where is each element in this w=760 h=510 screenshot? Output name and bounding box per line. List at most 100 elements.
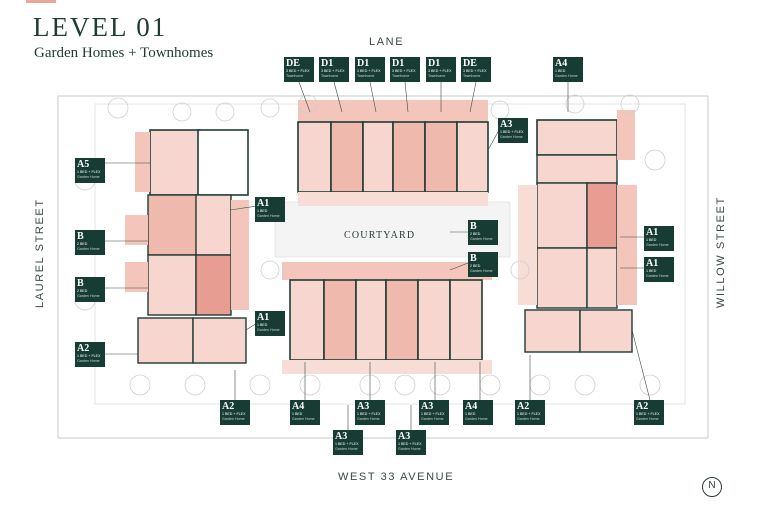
north-townhomes [297, 100, 489, 206]
landscape-trees [74, 94, 666, 396]
unit-category: Garden Home [357, 417, 380, 421]
tag-leader-lines [105, 81, 651, 430]
unit-type: 2 BED [470, 264, 481, 268]
unit-category: Garden Home [292, 417, 315, 421]
unit-category: Townhome [428, 74, 446, 78]
unit-code: A3 [398, 431, 411, 442]
unit-type: 1 BED + FLEX [500, 130, 524, 134]
unit-type: 2 BED [77, 289, 88, 293]
unit-code: A3 [357, 401, 370, 412]
header-accent-bar [26, 0, 56, 3]
unit-code: A3 [500, 119, 513, 130]
unit-category: Garden Home [646, 274, 669, 278]
unit-category: Garden Home [646, 243, 669, 247]
unit-type: 3 BED + FLEX [321, 69, 345, 73]
courtyard-label: COURTYARD [344, 230, 416, 241]
unit-type: 3 BED + FLEX [357, 69, 381, 73]
unit-code: A2 [222, 401, 235, 412]
unit-category: Garden Home [500, 135, 523, 139]
street-label-north: LANE [369, 36, 405, 48]
site-boundary [57, 95, 709, 439]
unit-category: Townhome [286, 74, 304, 78]
unit-category: Garden Home [222, 417, 245, 421]
unit-type: 1 BED + FLEX [77, 170, 101, 174]
unit-code: B [77, 231, 84, 242]
unit-category: Garden Home [77, 359, 100, 363]
unit-code: A4 [292, 401, 305, 412]
unit-code: A2 [77, 343, 90, 354]
unit-category: Townhome [392, 74, 410, 78]
unit-category: Garden Home [470, 269, 493, 273]
unit-code: A1 [646, 258, 659, 269]
unit-code: D1 [357, 58, 370, 69]
unit-category: Garden Home [257, 328, 280, 332]
unit-category: Garden Home [398, 447, 421, 451]
west-block [125, 129, 249, 364]
unit-type: 1 BED [555, 69, 566, 73]
unit-type: 1 BED + FLEX [398, 442, 422, 446]
unit-category: Garden Home [335, 447, 358, 451]
page-subtitle: Garden Homes + Townhomes [34, 45, 214, 61]
unit-category: Garden Home [555, 74, 578, 78]
unit-code: A1 [257, 198, 270, 209]
unit-code: A3 [421, 401, 434, 412]
unit-type: 1 BED + FLEX [335, 442, 359, 446]
north-arrow-icon: N [702, 477, 722, 497]
unit-code: B [470, 253, 477, 264]
unit-type: 1 BED [646, 238, 657, 242]
unit-code: DE [286, 58, 300, 69]
unit-type: 1 BED + FLEX [357, 412, 381, 416]
unit-category: Garden Home [636, 417, 659, 421]
unit-type: 1 BED [257, 323, 268, 327]
unit-type: 3 BED + FLEX [428, 69, 452, 73]
unit-type: 2 BED [77, 242, 88, 246]
unit-code: D1 [392, 58, 405, 69]
street-label-east: WILLOW STREET [715, 196, 727, 308]
unit-type: 1 BED + FLEX [636, 412, 660, 416]
street-label-west: LAUREL STREET [34, 198, 46, 308]
unit-category: Garden Home [77, 247, 100, 251]
unit-type: 1 BED + FLEX [77, 354, 101, 358]
north-arrow-label: N [708, 480, 716, 491]
page-title: LEVEL 01 [33, 12, 168, 42]
unit-type: 2 BED [470, 232, 481, 236]
unit-type: 1 BED + FLEX [222, 412, 246, 416]
unit-code: D1 [428, 58, 441, 69]
unit-category: Garden Home [517, 417, 540, 421]
unit-code: A4 [465, 401, 478, 412]
unit-category: Garden Home [465, 417, 488, 421]
unit-type: 1 BED [646, 269, 657, 273]
unit-code: A1 [257, 312, 270, 323]
unit-code: DE [463, 58, 477, 69]
unit-code: B [470, 221, 477, 232]
unit-category: Townhome [463, 74, 481, 78]
